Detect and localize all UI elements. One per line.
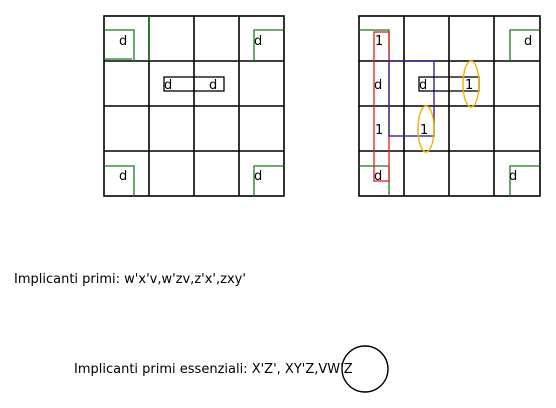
right-map-blue-group <box>388 60 435 137</box>
right-map-cell-1: 1 <box>465 78 473 93</box>
right-karnaugh-map: 1 d d d d d 1 1 1 <box>358 15 541 197</box>
right-map-cell-1: 1 <box>375 34 383 49</box>
right-map-cell-d: d <box>509 169 517 184</box>
essential-implicant-circle <box>341 345 389 393</box>
left-map-cell-d: d <box>164 78 172 93</box>
right-map-cell-d: d <box>374 78 382 93</box>
left-map-cell-d: d <box>119 169 127 184</box>
right-map-cell-d: d <box>524 34 532 49</box>
left-map-center-group <box>163 76 225 92</box>
left-map-corner-group <box>104 16 284 196</box>
right-map-yellow-group <box>417 105 435 153</box>
essential-implicants-caption: Implicanti primi essenziali: X'Z', XY'Z,… <box>74 362 353 377</box>
right-map-cell-d: d <box>374 169 382 184</box>
left-karnaugh-map: d d d d d d <box>103 15 285 197</box>
right-map-cell-1: 1 <box>375 123 383 138</box>
right-map-yellow-group <box>462 60 480 108</box>
left-map-cell-d: d <box>119 34 127 49</box>
prime-implicants-caption: Implicanti primi: w'x'v,w'zv,z'x',zxy' <box>14 272 246 287</box>
right-map-cell-d: d <box>419 78 427 93</box>
left-map-cell-d: d <box>254 169 262 184</box>
right-map-cell-1: 1 <box>420 123 428 138</box>
left-map-cell-d: d <box>209 78 217 93</box>
left-map-cell-d: d <box>254 34 262 49</box>
